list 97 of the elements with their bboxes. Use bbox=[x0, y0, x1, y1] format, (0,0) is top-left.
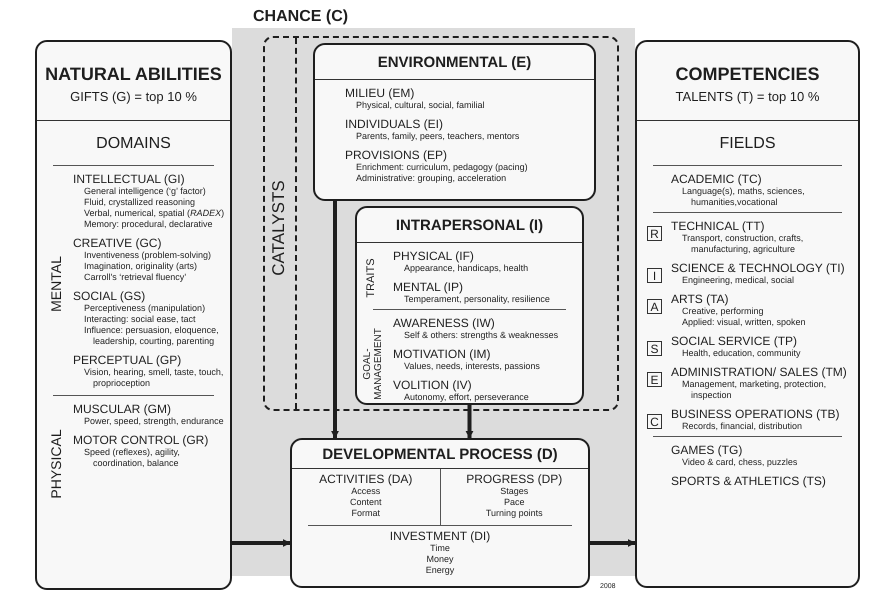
panel-subtitle: GIFTS (G) = top 10 % bbox=[69, 88, 198, 106]
description-text: Money bbox=[425, 554, 454, 565]
description-text: Time bbox=[429, 543, 451, 554]
arrow bbox=[590, 539, 636, 547]
category-heading: MILIEU (EM) bbox=[345, 86, 416, 100]
description-text: Physical, cultural, social, familial bbox=[355, 100, 486, 111]
description-text: Applied: visual, written, spoken bbox=[681, 317, 807, 328]
panel-subtitle: TALENTS (T) = top 10 % bbox=[674, 88, 820, 106]
letter-box: A bbox=[647, 299, 662, 314]
panel-title: NATURAL ABILITIES bbox=[44, 63, 223, 85]
category-heading: MOTIVATION (IM) bbox=[393, 347, 492, 361]
category-heading: BUSINESS OPERATIONS (TB) bbox=[671, 407, 840, 421]
description-text: Creative, performing bbox=[681, 306, 765, 317]
description-text: Parents, family, peers, teachers, mentors bbox=[355, 131, 520, 142]
description-text: Access bbox=[350, 486, 382, 497]
category-heading: MOTOR CONTROL (GR) bbox=[73, 433, 210, 447]
description-text: Turning points bbox=[484, 508, 544, 519]
description-text: Speed (reflexes), agility, coordination, balance bbox=[83, 447, 181, 469]
description-text: Inventiveness (problem-solving) bbox=[83, 250, 212, 261]
rounded-panel bbox=[313, 43, 596, 201]
description-text: Temperament, personality, resilience bbox=[403, 294, 551, 305]
rounded-panel bbox=[290, 438, 590, 588]
side-label: MENTAL bbox=[49, 255, 64, 314]
description-text: Power, speed, strength, endurance bbox=[83, 416, 225, 427]
letter-box: S bbox=[647, 341, 662, 356]
description-text: Memory: procedural, declarative bbox=[83, 219, 214, 230]
description-text: Transport, construction, crafts, manufacturing, agriculture bbox=[681, 233, 804, 255]
category-heading: ARTS (TA) bbox=[671, 292, 730, 306]
category-heading: ACADEMIC (TC) bbox=[671, 172, 763, 186]
description-text: Self & others: strengths & weaknesses bbox=[403, 330, 560, 341]
description-text: Carroll's ‘retrieval fluency’ bbox=[83, 272, 188, 283]
side-label: TRAITS bbox=[366, 257, 378, 300]
section-heading: FIELDS bbox=[718, 134, 776, 154]
description-text: Autonomy, effort, perseverance bbox=[403, 392, 530, 403]
description-text: Records, financial, distribution bbox=[681, 421, 804, 432]
category-heading: SCIENCE & TECHNOLOGY (TI) bbox=[671, 261, 846, 275]
description-text: Appearance, handicaps, health bbox=[403, 263, 530, 274]
description-text: Format bbox=[350, 508, 381, 519]
category-heading: PROVISIONS (EP) bbox=[345, 148, 448, 162]
side-label: GOAL- MANAGEMENT bbox=[363, 327, 384, 402]
letter-box: E bbox=[647, 372, 662, 387]
letter-box: I bbox=[647, 268, 662, 283]
description-text: Fluid, crystallized reasoning bbox=[83, 197, 196, 208]
category-heading: MUSCULAR (GM) bbox=[73, 402, 172, 416]
panel-title: ENVIRONMENTAL (E) bbox=[376, 53, 532, 73]
category-heading: CREATIVE (GC) bbox=[73, 236, 162, 250]
arrow bbox=[466, 405, 474, 439]
description-text: Values, needs, interests, passions bbox=[403, 361, 541, 372]
description-text: Imagination, originality (arts) bbox=[83, 261, 198, 272]
category-heading: ADMINISTRATION/ SALES (TM) bbox=[671, 365, 848, 379]
description-text: Verbal, numerical, spatial (RADEX) bbox=[83, 208, 226, 219]
category-heading: INTELLECTUAL (GI) bbox=[73, 172, 186, 186]
letter-box: C bbox=[647, 414, 662, 429]
rounded-panel bbox=[35, 40, 232, 590]
description-text: General intelligence (‘g’ factor) bbox=[83, 186, 207, 197]
panel-title: DEVELOPMENTAL PROCESS (D) bbox=[321, 445, 559, 465]
panel-title: COMPETENCIES bbox=[674, 63, 821, 85]
category-heading: INDIVIDUALS (EI) bbox=[345, 117, 444, 131]
category-heading: PHYSICAL (IF) bbox=[393, 249, 475, 263]
region-title: CHANCE (C) bbox=[253, 8, 348, 26]
side-label: PHYSICAL bbox=[49, 428, 64, 501]
category-heading: SOCIAL SERVICE (TP) bbox=[671, 334, 798, 348]
category-heading: PERCEPTUAL (GP) bbox=[73, 353, 182, 367]
rounded-panel bbox=[355, 206, 584, 405]
category-heading: AWARENESS (IW) bbox=[393, 316, 496, 330]
description-text: Content bbox=[348, 497, 383, 508]
description-text: Health, education, community bbox=[681, 348, 802, 359]
category-heading: PROGRESS (DP) bbox=[465, 472, 564, 486]
description-text: Engineering, medical, social bbox=[681, 275, 796, 286]
rounded-panel bbox=[635, 40, 860, 588]
arrow bbox=[331, 201, 339, 439]
description-text: Administrative: grouping, acceleration bbox=[355, 173, 508, 184]
side-label: CATALYSTS bbox=[270, 179, 288, 278]
panel-title: INTRAPERSONAL (I) bbox=[394, 216, 544, 236]
category-heading: ACTIVITIES (DA) bbox=[318, 472, 414, 486]
category-heading: VOLITION (IV) bbox=[393, 378, 473, 392]
section-heading: DOMAINS bbox=[95, 134, 172, 154]
category-heading: SOCIAL (GS) bbox=[73, 289, 146, 303]
description-text: Influence: persuasion, eloquence, leadership, courting, parenting bbox=[83, 325, 220, 347]
description-text: Management, marketing, protection, inspection bbox=[681, 379, 828, 401]
description-text: Interacting: social ease, tact bbox=[83, 314, 197, 325]
letter-box: R bbox=[647, 226, 662, 241]
category-heading: GAMES (TG) bbox=[671, 443, 744, 457]
description-text: Enrichment: curriculum, pedagogy (pacing) bbox=[355, 162, 529, 173]
category-heading: INVESTMENT (DI) bbox=[388, 529, 492, 543]
description-text: Video & card, chess, puzzles bbox=[681, 457, 798, 468]
category-heading: SPORTS & ATHLETICS (TS) bbox=[671, 474, 827, 488]
description-text: Pace bbox=[502, 497, 526, 508]
category-heading: MENTAL (IP) bbox=[393, 280, 464, 294]
arrow bbox=[232, 539, 291, 547]
dashed-frame bbox=[263, 36, 619, 411]
description-text: Energy bbox=[424, 565, 456, 576]
description-text: Vision, hearing, smell, taste, touch, proprioception bbox=[83, 367, 224, 389]
description-text: Perceptiveness (manipulation) bbox=[83, 303, 206, 314]
category-heading: TECHNICAL (TT) bbox=[671, 219, 766, 233]
description-text: Stages bbox=[499, 486, 530, 497]
description-text: Language(s), maths, sciences, humanities,vocational bbox=[681, 186, 806, 208]
